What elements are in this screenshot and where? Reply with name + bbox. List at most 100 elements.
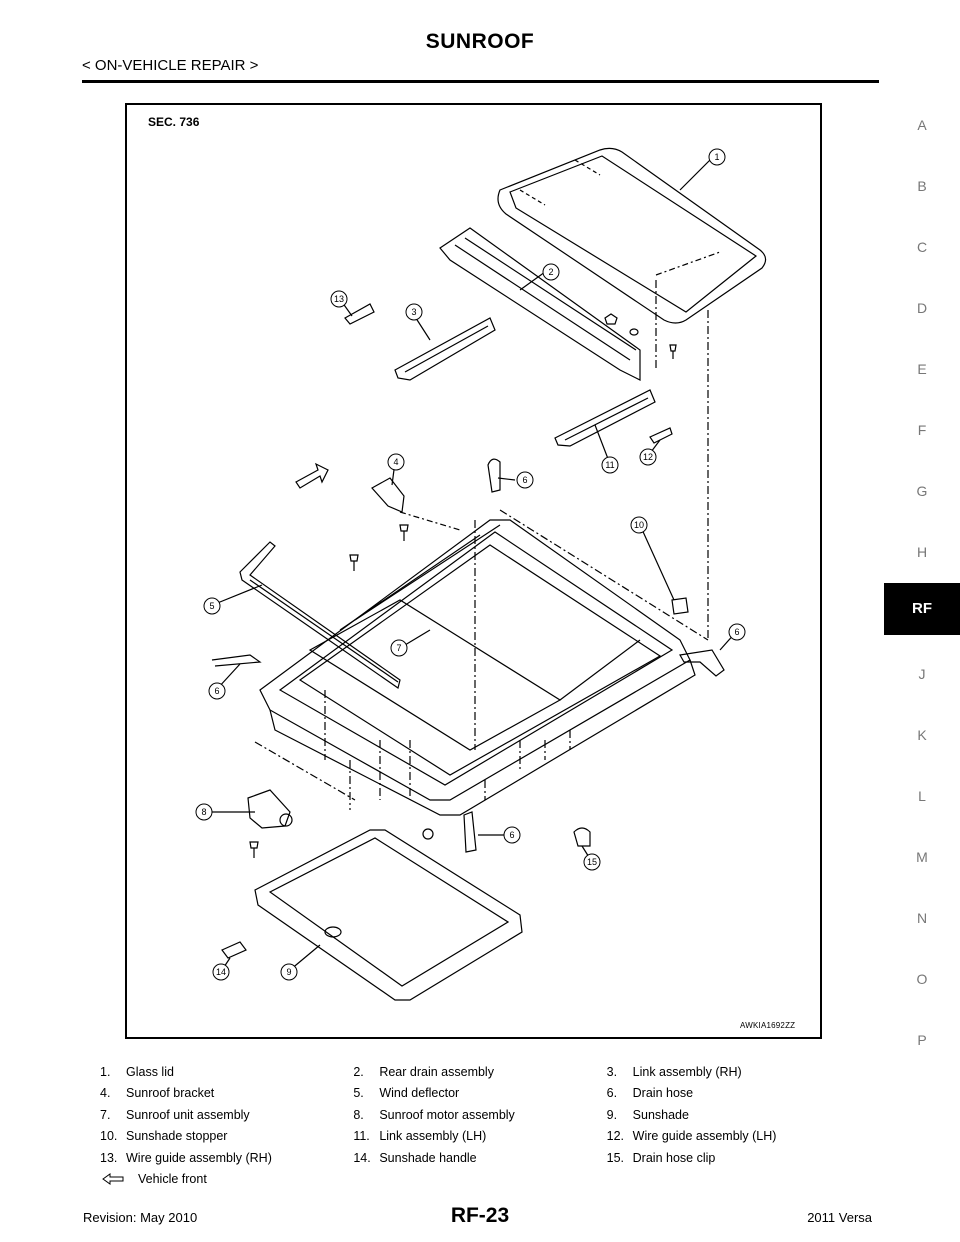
drain-hose-part — [463, 811, 477, 853]
legend-row: 7.Sunroof unit assembly 8.Sunroof motor … — [100, 1104, 860, 1126]
legend-item: 4.Sunroof bracket — [100, 1086, 215, 1101]
link-assembly-rh-part — [394, 317, 496, 381]
callout-1: 1 — [708, 148, 726, 166]
legend-item: 6.Drain hose — [606, 1086, 694, 1101]
drain-hose-part — [211, 654, 262, 667]
wind-deflector-part — [239, 541, 401, 689]
callout-4: 4 — [387, 453, 405, 471]
callout-6a: 6 — [516, 471, 534, 489]
callout-6c: 6 — [208, 682, 226, 700]
sunroof-bracket-part — [349, 477, 461, 571]
svg-text:9: 9 — [286, 967, 291, 977]
drain-hose-part — [679, 649, 725, 677]
drain-hose-clip-part — [573, 827, 591, 847]
legend-item: 13.Wire guide assembly (RH) — [100, 1150, 272, 1165]
glass-lid-part — [497, 147, 767, 640]
svg-text:11: 11 — [605, 460, 614, 470]
tab-p[interactable]: P — [917, 1032, 927, 1048]
parts-legend: 1.Glass lid 2.Rear drain assembly 3.Link… — [100, 1061, 860, 1190]
grommet-part — [422, 828, 434, 840]
tab-c[interactable]: C — [916, 239, 928, 255]
wire-guide-rh-part — [344, 303, 375, 325]
section-number-label: SEC. 736 — [148, 115, 200, 129]
legend-item: 8.Sunroof motor assembly — [353, 1107, 515, 1122]
legend-item: 12.Wire guide assembly (LH) — [606, 1129, 777, 1144]
vehicle-front-arrow-icon — [295, 462, 329, 489]
callout-13: 13 — [330, 290, 348, 308]
legend-item: 5.Wind deflector — [353, 1086, 460, 1101]
svg-text:5: 5 — [209, 601, 214, 611]
tab-n[interactable]: N — [916, 910, 928, 926]
tab-l[interactable]: L — [918, 788, 926, 804]
sunshade-part — [254, 829, 523, 1001]
link-assembly-lh-part — [554, 389, 656, 447]
revision-date: Revision: May 2010 — [83, 1210, 198, 1225]
legend-item: 10.Sunshade stopper — [100, 1129, 228, 1144]
svg-text:15: 15 — [587, 857, 597, 867]
legend-item: 1.Glass lid — [100, 1064, 174, 1079]
page-number: RF-23 — [450, 1204, 510, 1227]
svg-text:7: 7 — [396, 643, 401, 653]
sunshade-stopper-part — [671, 597, 689, 615]
tab-m[interactable]: M — [916, 849, 928, 865]
svg-text:3: 3 — [411, 307, 416, 317]
section-subtitle: < ON-VEHICLE REPAIR > — [82, 57, 259, 74]
wire-guide-lh-part — [649, 427, 673, 444]
callout-9: 9 — [280, 963, 298, 981]
svg-text:13: 13 — [334, 294, 344, 304]
tab-b[interactable]: B — [917, 178, 927, 194]
legend-item: 11.Link assembly (LH) — [353, 1129, 487, 1144]
drain-hose-part — [487, 458, 501, 493]
sunshade-handle-part — [221, 941, 247, 959]
svg-text:6: 6 — [734, 627, 739, 637]
legend-row: 13.Wire guide assembly (RH) 14.Sunshade … — [100, 1147, 860, 1169]
svg-text:6: 6 — [214, 686, 219, 696]
svg-text:12: 12 — [643, 452, 653, 462]
tab-d[interactable]: D — [916, 300, 928, 316]
tab-e[interactable]: E — [917, 361, 927, 377]
legend-row: 10.Sunshade stopper 11.Link assembly (LH… — [100, 1126, 860, 1148]
svg-text:8: 8 — [201, 807, 206, 817]
tab-k[interactable]: K — [917, 727, 927, 743]
vehicle-front-arrow-icon — [102, 1173, 124, 1186]
exploded-diagram-frame — [125, 103, 822, 1039]
legend-item: 15.Drain hose clip — [606, 1150, 716, 1165]
svg-text:10: 10 — [634, 520, 644, 530]
model-year: 2011 Versa — [807, 1210, 872, 1225]
svg-text:6: 6 — [522, 475, 527, 485]
tab-j[interactable]: J — [918, 666, 926, 682]
svg-text:1: 1 — [714, 152, 719, 162]
tab-h[interactable]: H — [916, 544, 928, 560]
legend-item: 2.Rear drain assembly — [353, 1064, 494, 1079]
legend-row: 4.Sunroof bracket 5.Wind deflector 6.Dra… — [100, 1083, 860, 1105]
svg-text:14: 14 — [216, 967, 226, 977]
legend-item: 7.Sunroof unit assembly — [100, 1107, 250, 1122]
sunroof-unit-assembly-part — [259, 519, 696, 816]
legend-item: 3.Link assembly (RH) — [606, 1064, 742, 1079]
legend-vehicle-front: Vehicle front — [100, 1169, 860, 1191]
callout-5: 5 — [203, 597, 221, 615]
svg-text:6: 6 — [509, 830, 514, 840]
sunroof-motor-assembly-part — [247, 741, 356, 858]
tab-rf[interactable]: RF — [884, 583, 960, 635]
tab-o[interactable]: O — [916, 971, 928, 987]
legend-item: 9.Sunshade — [606, 1107, 689, 1122]
tab-a[interactable]: A — [917, 117, 927, 133]
tab-f[interactable]: F — [917, 422, 927, 438]
svg-text:2: 2 — [548, 267, 553, 277]
callout-14: 14 — [212, 963, 230, 981]
callout-6b: 6 — [728, 623, 746, 641]
svg-text:4: 4 — [393, 457, 398, 467]
figure-id: AWKIA1692ZZ — [740, 1021, 796, 1030]
callout-6d: 6 — [503, 826, 521, 844]
callout-15: 15 — [583, 853, 601, 871]
tab-g[interactable]: G — [916, 483, 928, 499]
rear-drain-assembly-part — [439, 227, 677, 381]
callout-11: 11 — [601, 456, 619, 474]
page-title: SUNROOF — [425, 30, 535, 53]
callout-7: 7 — [390, 639, 408, 657]
legend-item: 14.Sunshade handle — [353, 1150, 477, 1165]
header-rule — [82, 80, 879, 83]
callout-8: 8 — [195, 803, 213, 821]
